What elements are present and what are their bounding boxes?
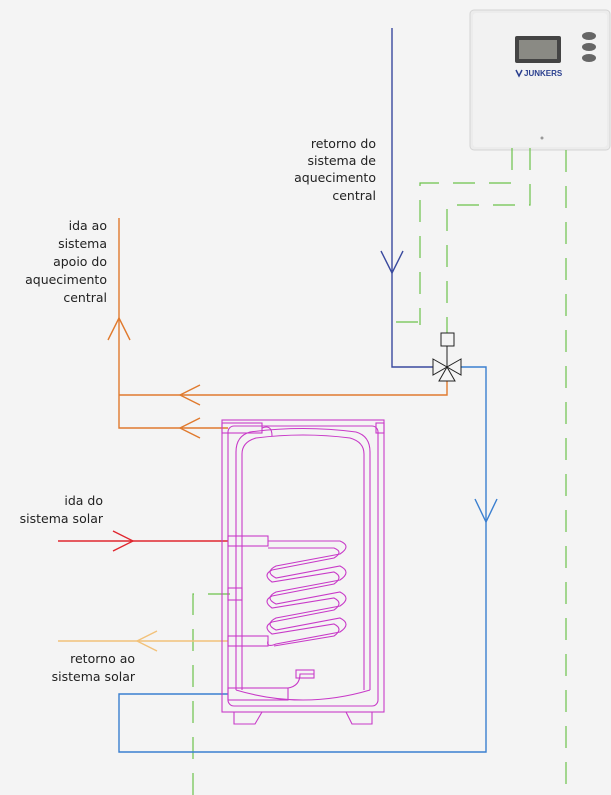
heating-flow-pipe — [107, 218, 448, 439]
svg-text:sistema solar: sistema solar — [20, 511, 104, 526]
svg-text:sistema de: sistema de — [307, 153, 376, 168]
controller-brand: JUNKERS — [524, 69, 563, 78]
svg-text:central: central — [63, 290, 107, 305]
controller-button-1 — [582, 32, 596, 40]
svg-text:central: central — [332, 188, 376, 203]
three-way-valve — [432, 332, 462, 382]
svg-text:sistema solar: sistema solar — [52, 669, 136, 684]
controller-button-2 — [582, 43, 596, 51]
circulation-pipe — [118, 366, 498, 753]
svg-text:aquecimento: aquecimento — [294, 170, 376, 185]
label-heating-return: retorno do sistema de aquecimento centra… — [294, 136, 376, 203]
solar-controller: JUNKERS — [469, 9, 611, 151]
svg-text:apoio do: apoio do — [53, 254, 107, 269]
svg-text:aquecimento: aquecimento — [25, 272, 107, 287]
svg-text:retorno ao: retorno ao — [70, 651, 135, 666]
storage-tank — [221, 419, 385, 725]
controller-button-3 — [582, 54, 596, 62]
control-wiring — [192, 148, 567, 795]
solar-flow-pipe — [58, 530, 228, 552]
label-heating-support-flow: ida ao sistema apoio do aquecimento cent… — [25, 218, 107, 305]
label-solar-flow: ida do sistema solar — [20, 493, 104, 526]
svg-text:ida do: ida do — [64, 493, 103, 508]
svg-text:retorno do: retorno do — [311, 136, 376, 151]
solar-return-pipe — [58, 630, 228, 652]
label-solar-return: retorno ao sistema solar — [52, 651, 136, 684]
svg-text:ida ao: ida ao — [69, 218, 107, 233]
heating-return-pipe — [380, 28, 440, 368]
svg-text:sistema: sistema — [58, 236, 107, 251]
